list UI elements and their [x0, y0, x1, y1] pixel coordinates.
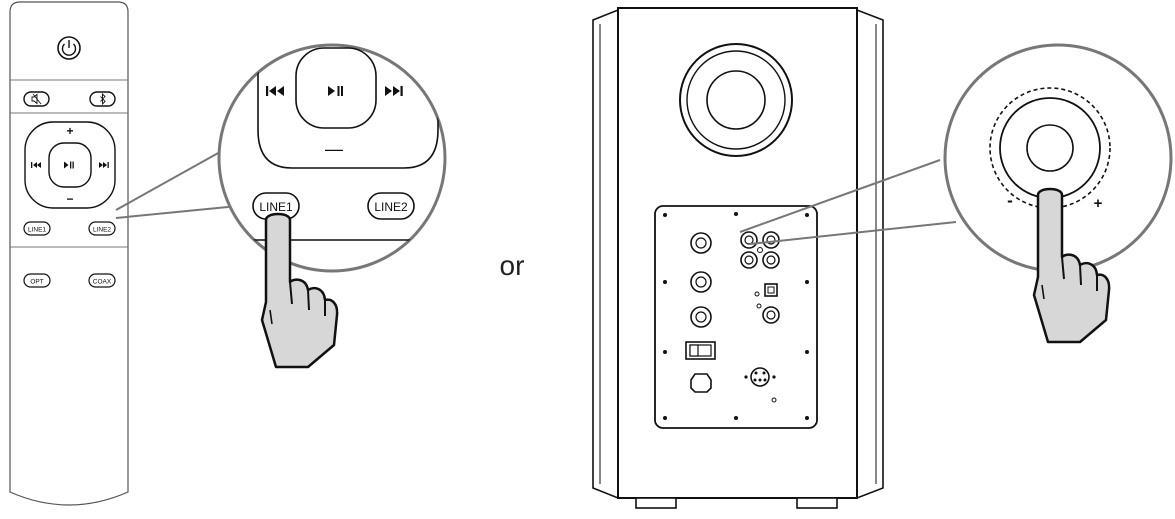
rear-panel — [654, 205, 818, 429]
remote-coax-label: COAX — [93, 279, 112, 286]
remote-volume-up-label[interactable]: + — [66, 124, 73, 138]
speaker-foot-right — [796, 497, 838, 509]
remote-opt-label: OPT — [30, 279, 43, 286]
remote-line1-label: LINE1 — [28, 227, 46, 234]
remote-line1-button[interactable]: LINE1 — [23, 221, 51, 236]
remote-line2-label: LINE2 — [93, 227, 111, 234]
zoom-line2-label: LINE2 — [374, 200, 408, 214]
knob-callout-lines — [739, 159, 957, 245]
zoom-play-pause-button[interactable] — [295, 47, 377, 129]
zoom-prev-icon — [266, 86, 284, 96]
remote-power-button[interactable] — [57, 36, 81, 60]
remote-zoom-circle: — LINE1 LINE2 — [217, 43, 447, 273]
power-icon — [61, 43, 77, 56]
bluetooth-icon — [100, 92, 106, 106]
mute-icon — [31, 93, 38, 105]
volume-knob-cap — [1026, 124, 1074, 172]
optical-input[interactable] — [754, 283, 778, 297]
speaker-foot-left — [635, 497, 677, 509]
zoom-line1-button[interactable]: LINE1 — [252, 192, 300, 220]
rca-input-2[interactable] — [690, 271, 712, 293]
knob-zoom-circle: - + — [943, 43, 1173, 273]
remote-prev-icon[interactable] — [31, 162, 41, 168]
remote-next-icon[interactable] — [99, 162, 109, 168]
power-switch[interactable] — [685, 341, 716, 360]
zoom-next-icon — [385, 86, 403, 96]
remote-play-pause-icon — [64, 161, 74, 169]
volume-minus-label: - — [1007, 191, 1013, 210]
zoom-line2-button[interactable]: LINE2 — [367, 192, 415, 220]
volume-plus-label: + — [1094, 195, 1103, 212]
bass-port — [679, 43, 793, 157]
remote-coax-button[interactable]: COAX — [88, 273, 116, 288]
power-cord-socket[interactable] — [690, 373, 712, 393]
coax-input[interactable] — [756, 303, 780, 324]
rca-input-1[interactable] — [690, 232, 712, 254]
or-separator: or — [500, 250, 525, 281]
rca-input-3[interactable] — [690, 306, 712, 328]
remote-volume-down-label[interactable]: − — [66, 192, 73, 206]
remote-dpad: + − — [24, 121, 116, 209]
din-connector[interactable] — [744, 367, 777, 403]
remote-control: + − LINE1 LINE2 — [9, 1, 129, 506]
speaker-rear — [592, 7, 884, 509]
zoom-line1-label: LINE1 — [259, 200, 293, 214]
remote-callout-lines — [115, 151, 239, 219]
remote-bluetooth-button[interactable] — [89, 91, 116, 107]
zoom-volume-down-label: — — [325, 139, 343, 159]
remote-opt-button[interactable]: OPT — [23, 273, 51, 288]
remote-mute-button[interactable] — [23, 91, 50, 107]
remote-line2-button[interactable]: LINE2 — [88, 221, 116, 236]
zoom-play-pause-icon — [328, 86, 343, 96]
